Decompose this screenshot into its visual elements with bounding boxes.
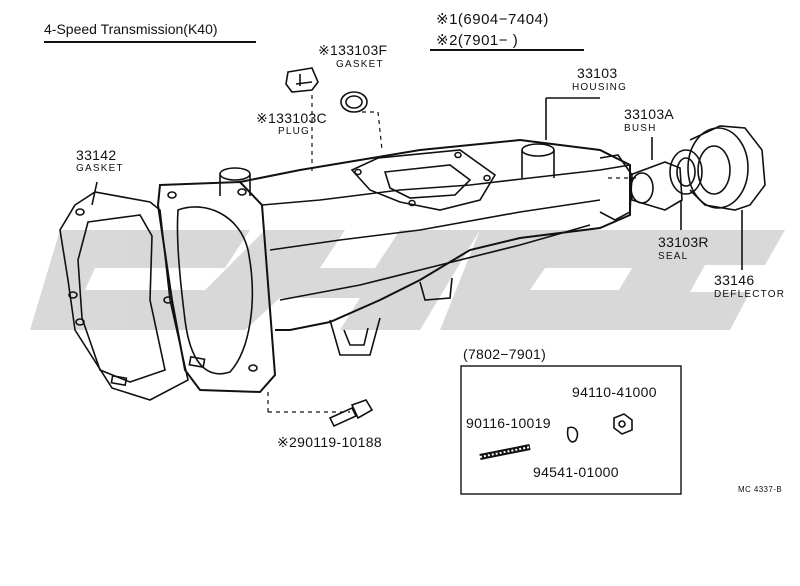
housing-name: HOUSING xyxy=(572,82,628,93)
bolt-shape xyxy=(328,406,358,428)
deflector-number: 33146 xyxy=(714,272,755,288)
nut-number: 94110-41000 xyxy=(572,384,657,400)
stud-number: 90116-10019 xyxy=(466,415,551,431)
bush-number: 33103A xyxy=(624,106,675,122)
gasket-small-number: ※133103F xyxy=(318,42,388,58)
seal-name: SEAL xyxy=(658,251,689,262)
gasket-large-name: GASKET xyxy=(76,163,124,174)
note-1: ※1(6904−7404) xyxy=(436,11,549,28)
gasket-outline xyxy=(59,191,189,401)
housing-number: 33103 xyxy=(577,65,618,81)
bolt-number: ※290119-10188 xyxy=(277,434,382,450)
bush-name: BUSH xyxy=(624,123,657,134)
gasket-large-number: 33142 xyxy=(76,147,117,163)
inset-box xyxy=(460,365,682,495)
inset-range: (7802−7901) xyxy=(463,346,547,362)
gasket-small-name: GASKET xyxy=(336,59,384,70)
note-2: ※2(7901− ) xyxy=(436,32,519,49)
plug-name: PLUG xyxy=(278,126,311,137)
deflector-name: DEFLECTOR xyxy=(714,289,786,300)
seal-number: 33103R xyxy=(658,234,709,250)
plug-number: ※133103C xyxy=(256,110,327,126)
diagram-code: MC 4337-B xyxy=(738,485,783,494)
plug-shape xyxy=(285,67,319,93)
diagram-title: 4-Speed Transmission(K40) xyxy=(44,21,218,37)
washer-number: 94541-01000 xyxy=(533,464,619,480)
